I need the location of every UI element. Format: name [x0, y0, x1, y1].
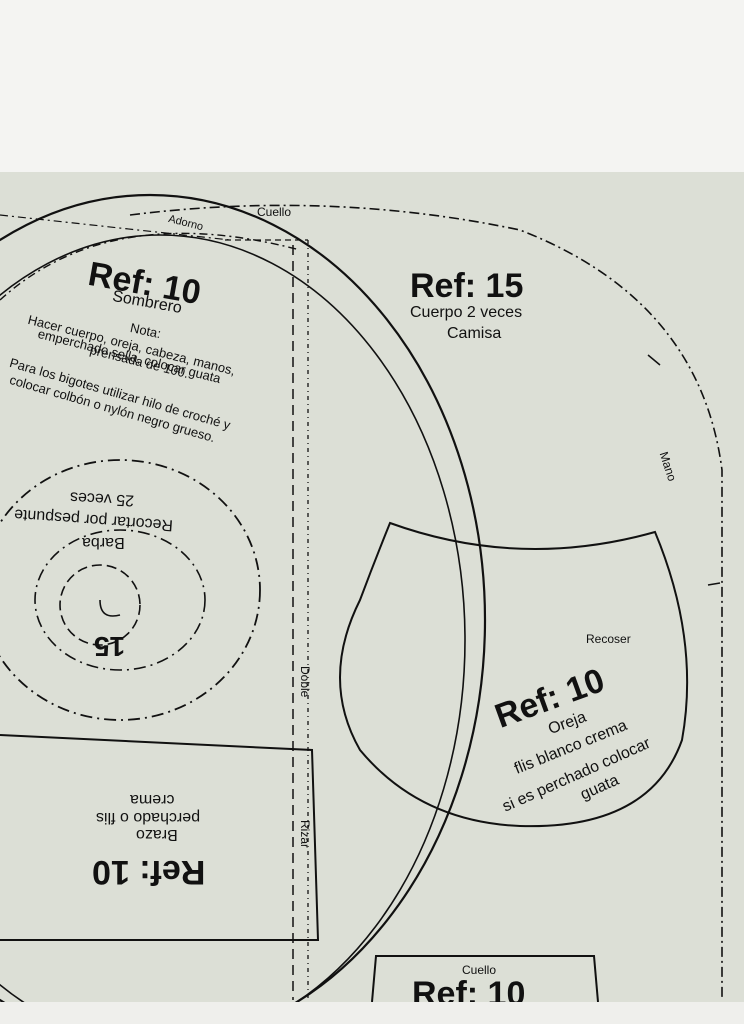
pattern-sheet [0, 172, 744, 1002]
arm-line-2: crema [130, 791, 175, 808]
beard-ref: 15 [94, 631, 126, 662]
mano-tick-top [647, 354, 661, 366]
pattern-lines [0, 194, 723, 1002]
body-doble-label: Doble [298, 666, 312, 698]
neck-label: Cuello [462, 963, 497, 977]
beard-line-2: 25 veces [69, 488, 135, 509]
arm-name: Brazo [136, 826, 178, 843]
arm-line-1: perchado o flis [96, 809, 201, 826]
hat-inner-outline [0, 234, 466, 1002]
body-line-1: Cuerpo 2 veces [410, 304, 523, 321]
arm-ref: Ref: 10 [92, 853, 206, 891]
body-line-2: Camisa [447, 325, 502, 342]
ear-recoser-label: Recoser [586, 632, 631, 646]
ear-outline [339, 521, 689, 828]
neck-ref: Ref: 10 [412, 975, 526, 1002]
body-ref: Ref: 15 [410, 267, 524, 305]
body-outline [129, 204, 723, 1000]
neck-outline [371, 955, 599, 1002]
top-strip [0, 214, 231, 241]
scan-bottom-margin [0, 1002, 744, 1024]
hat-outline [0, 194, 486, 1002]
body-cuello-label: Cuello [257, 205, 292, 219]
mano-tick-bottom [707, 582, 721, 586]
beard-inner [59, 564, 141, 646]
arm-outline [0, 734, 320, 941]
beard-center [99, 599, 121, 617]
beard-outer [0, 459, 261, 721]
beard-middle [34, 529, 206, 671]
hat-edge-dashed [0, 232, 301, 301]
beard-name: Barba [82, 534, 125, 551]
body-rizar-label: Rizar [298, 820, 312, 849]
